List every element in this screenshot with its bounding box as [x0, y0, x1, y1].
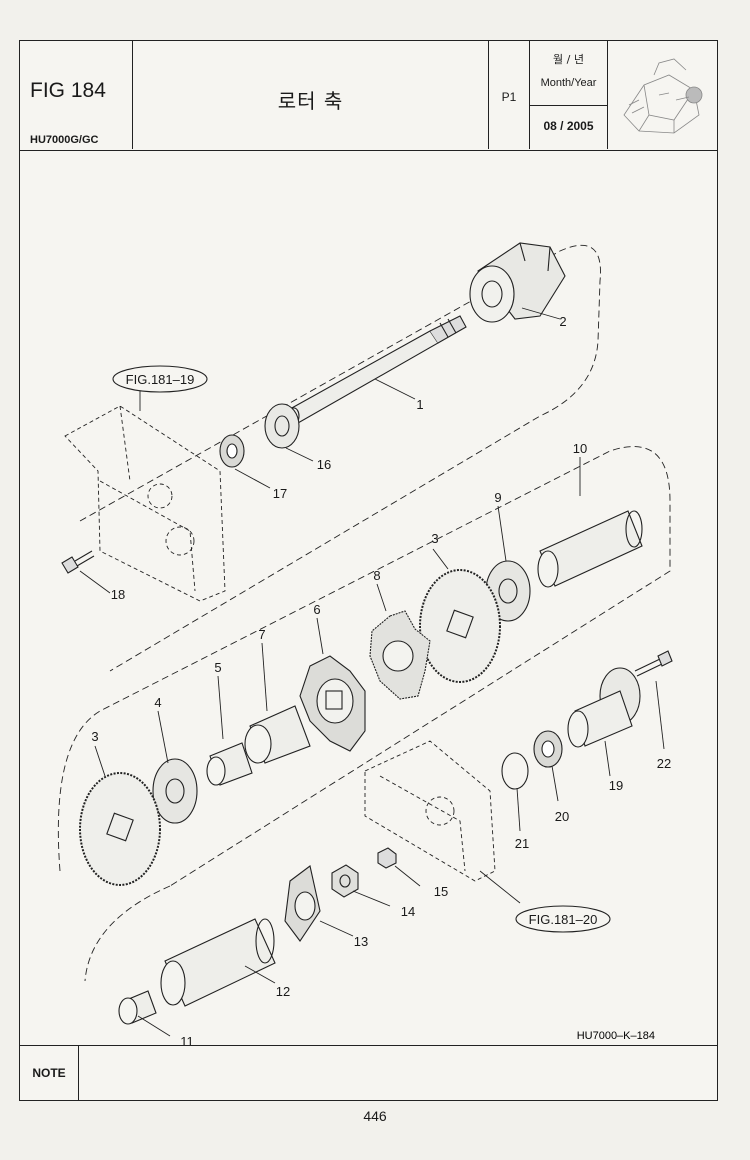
- part-10-sleeve: [537, 510, 643, 588]
- ref-oval-top: [112, 365, 208, 393]
- bracket-fig-181-20: [364, 740, 496, 882]
- callout-14: 14: [401, 904, 415, 919]
- bracket-fig-181-19: [64, 405, 226, 602]
- part-14-nut: [331, 864, 359, 898]
- fig-cell: FIG 184 HU7000G/GC: [20, 41, 133, 149]
- callout-18: 18: [111, 587, 125, 602]
- exploded-parts-diagram: FIG.181–19 FIG.181–20 1 2 3 3 4 5 6 7 8 …: [57, 242, 673, 1045]
- callout-19: 19: [609, 778, 623, 793]
- part-7-bushing: [244, 705, 311, 764]
- part-12-long-sleeve: [160, 918, 276, 1007]
- thumbnail-cell: [608, 41, 717, 149]
- callout-21: 21: [515, 836, 529, 851]
- page-label: P1: [501, 90, 517, 104]
- callout-4: 4: [154, 695, 161, 710]
- callout-17: 17: [273, 486, 287, 501]
- date-cell: 월 / 년 Month/Year 08 / 2005: [530, 41, 608, 149]
- note-label: NOTE: [20, 1046, 79, 1100]
- callout-3-lower: 3: [91, 729, 98, 744]
- date-label-english: Month/Year: [540, 77, 597, 89]
- page-cell: P1: [489, 41, 530, 149]
- part-21-snap-ring: [501, 752, 529, 790]
- part-2-flange-hub: [469, 242, 566, 323]
- callout-13: 13: [354, 934, 368, 949]
- part-6-sprocket: [299, 655, 366, 752]
- part-22-bolt: [634, 650, 673, 677]
- note-row: NOTE: [20, 1045, 717, 1100]
- callout-11: 11: [180, 1034, 194, 1045]
- part-13-bracket: [284, 865, 321, 942]
- title-cell: 로터 축: [133, 41, 489, 149]
- callout-15: 15: [434, 884, 448, 899]
- header-block: FIG 184 HU7000G/GC 로터 축 P1 월 / 년 Month/Y…: [20, 41, 717, 151]
- ref-fig-181-19: FIG.181–19: [126, 372, 195, 387]
- callout-22: 22: [657, 756, 671, 771]
- callout-9: 9: [494, 490, 501, 505]
- callout-5: 5: [214, 660, 221, 675]
- callout-2: 2: [559, 314, 566, 329]
- part-8-sprocket: [369, 610, 431, 700]
- part-15-nut: [377, 847, 397, 869]
- callout-7: 7: [258, 627, 265, 642]
- callout-20: 20: [555, 809, 569, 824]
- part-16-seal: [264, 403, 300, 449]
- part-19-flanged-sleeve: [567, 667, 641, 748]
- ref-oval-bottom: [515, 905, 611, 933]
- assembly-centerline: [84, 885, 171, 982]
- parts-sheet: FIG 184 HU7000G/GC 로터 축 P1 월 / 년 Month/Y…: [19, 40, 718, 1101]
- fig-number: FIG 184: [30, 79, 106, 102]
- assembly-centerline: [79, 244, 601, 672]
- part-4-flange: [152, 758, 198, 824]
- callout-16: 16: [317, 457, 331, 472]
- date-label-korean: 월 / 년: [553, 53, 584, 66]
- part-11-collar: [118, 990, 157, 1025]
- part-17-bearing: [219, 434, 245, 468]
- callout-8: 8: [373, 568, 380, 583]
- drawing-code: HU7000–K–184: [577, 1030, 655, 1042]
- callout-3-upper: 3: [431, 531, 438, 546]
- callout-10: 10: [573, 441, 587, 456]
- date-divider: [530, 105, 607, 106]
- assembly-centerline: [57, 446, 671, 887]
- callout-6: 6: [313, 602, 320, 617]
- callout-1: 1: [416, 397, 423, 412]
- page-number: 446: [363, 1108, 387, 1124]
- machine-thumbnail-icon: [623, 58, 703, 134]
- model-code: HU7000G/GC: [30, 134, 99, 146]
- part-1-shaft: [288, 315, 467, 425]
- ref-fig-181-20: FIG.181–20: [529, 912, 598, 927]
- date-value: 08 / 2005: [543, 119, 594, 133]
- part-20-bearing: [533, 730, 563, 768]
- part-3-gear-upper: [419, 569, 501, 683]
- part-3-gear-lower: [79, 772, 161, 886]
- page-title: 로터 축: [277, 89, 344, 113]
- part-18-bolt: [61, 550, 95, 574]
- callout-12: 12: [276, 984, 290, 999]
- part-5-collar: [206, 742, 253, 786]
